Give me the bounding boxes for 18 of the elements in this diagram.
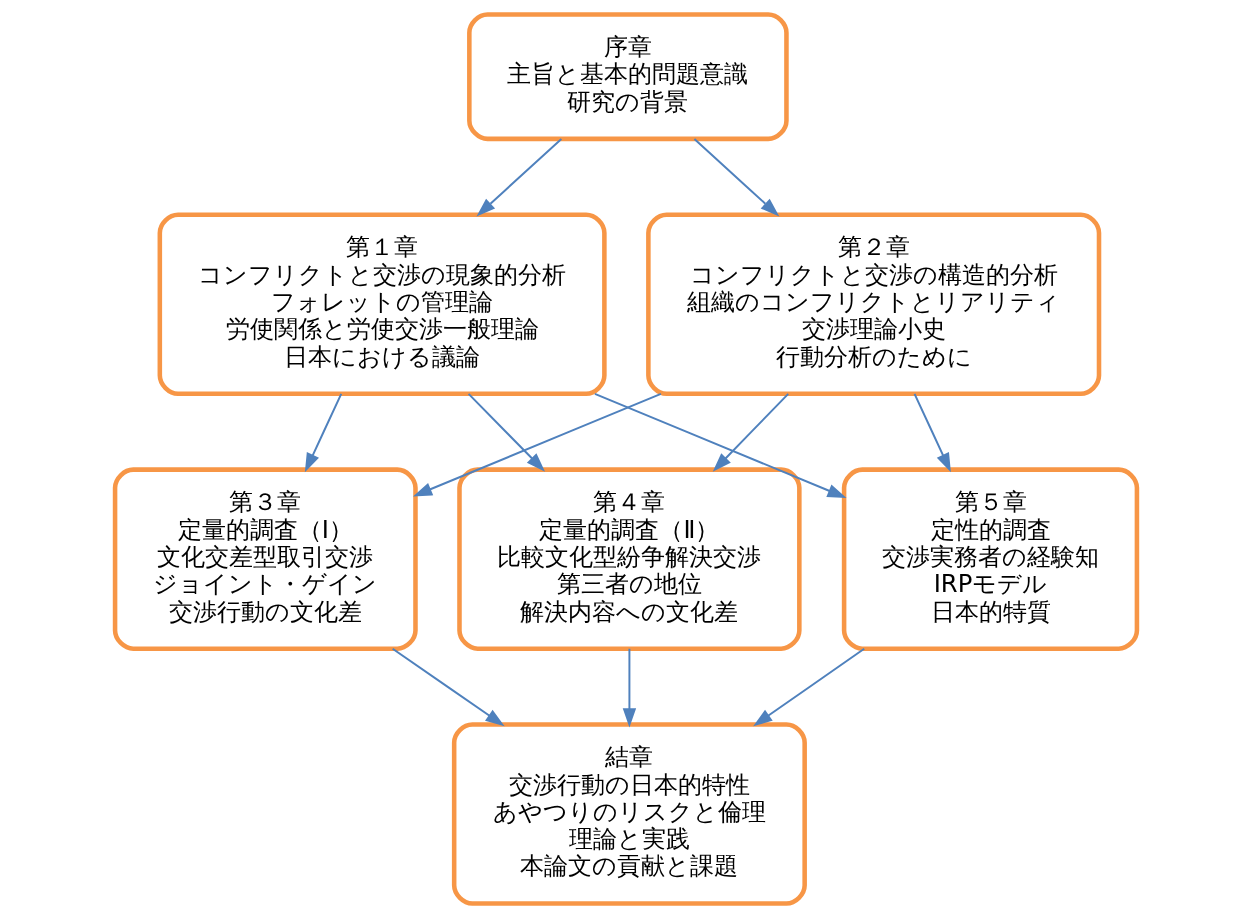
arrow	[593, 392, 847, 499]
node-box: 第１章 コンフリクトと交渉の現象的分析 フォレットの管理論 労使関係と労使交渉一般理論 日本における議論	[157, 212, 607, 397]
arrow	[391, 647, 505, 727]
node-box: 第３章 定量的調査（Ⅰ） 文化交差型取引交渉 ジョイント・ゲイン 交渉行動の文化差	[112, 467, 418, 651]
arrow	[622, 647, 637, 728]
arrow	[304, 392, 343, 473]
arrow	[467, 392, 546, 472]
arrow	[476, 137, 563, 217]
node-box: 第５章 定性的調査 交渉実務者の経験知 IRPモデル 日本的特質	[841, 467, 1140, 651]
arrow	[913, 392, 951, 473]
arrow	[693, 137, 780, 217]
arrow	[753, 647, 866, 727]
arrow	[712, 392, 790, 472]
node-box: 第２章 コンフリクトと交渉の構造的分析 組織のコンフリクトとリアリティ 交渉理論小史 行動分析のために	[646, 212, 1102, 397]
arrow	[412, 392, 662, 497]
node-box: 第４章 定量的調査（Ⅱ） 比較文化型紛争解決交渉 第三者の地位 解決内容への文化差	[457, 467, 802, 651]
node-box: 結章 交渉行動の日本的特性 あやつりのリスクと倫理 理論と実践 本論文の貢献と課題	[451, 722, 807, 906]
node-box: 序章 主旨と基本的問題意識 研究の背景	[467, 12, 789, 142]
